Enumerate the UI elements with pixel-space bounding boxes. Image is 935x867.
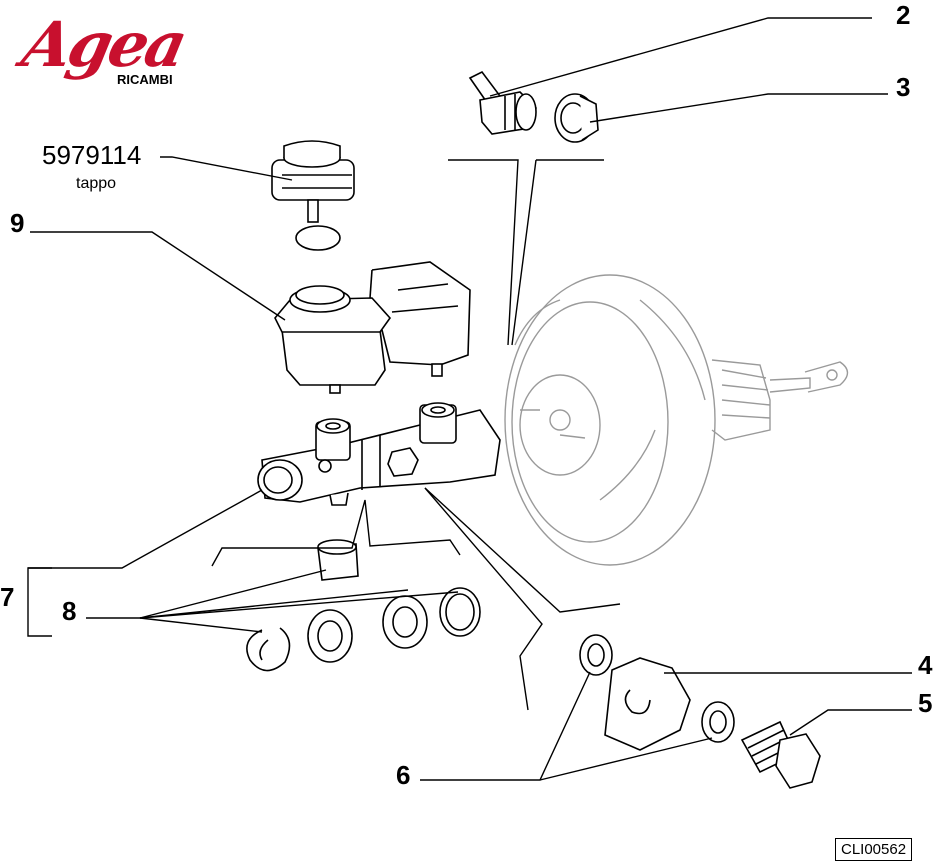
part-description: tappo [76, 175, 117, 192]
grommet [554, 93, 599, 143]
callout-2: 2 [896, 0, 911, 30]
brake-booster [504, 274, 849, 566]
hose-connector [468, 70, 537, 135]
callout-8: 8 [62, 596, 77, 626]
callout-6: 6 [396, 760, 411, 790]
washers [579, 634, 735, 743]
part-number: 5979114 [42, 140, 142, 170]
callout-4: 4 [918, 650, 933, 680]
brand-subtitle: RICAMBI [117, 72, 173, 87]
callout-9: 9 [10, 208, 25, 238]
union-fitting [604, 657, 691, 751]
callout-3: 3 [896, 72, 911, 102]
banjo-bolt [740, 720, 821, 789]
seal-kit [246, 539, 481, 672]
drawing-code: CLI00562 [835, 838, 913, 861]
leader-lines [27, 17, 912, 781]
fluid-reservoir [274, 261, 471, 394]
brand-logo: Agea [16, 8, 191, 81]
reservoir-cap [271, 140, 355, 251]
master-cylinder [257, 402, 501, 506]
callout-7: 7 [0, 582, 15, 612]
callout-5: 5 [918, 688, 933, 718]
